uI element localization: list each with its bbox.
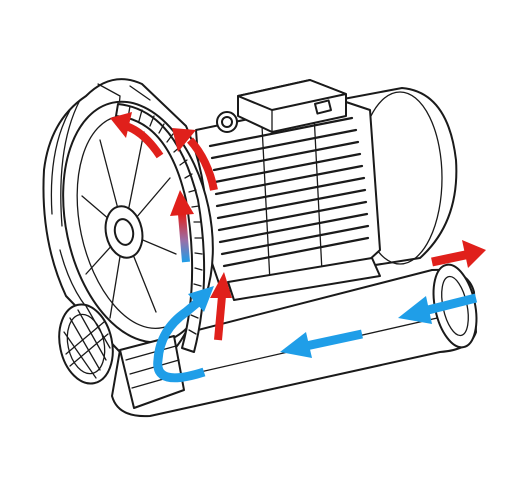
impeller-blade-ring (115, 103, 206, 353)
compression-arrow-top (110, 112, 164, 159)
compression-arrow-top-right (172, 128, 218, 191)
motor-fan-cover (58, 303, 114, 385)
compression-arrow-fade (170, 190, 194, 263)
intake-arrow-middle (280, 329, 363, 358)
motor-cooling-fins (208, 116, 370, 268)
motor-foot (227, 257, 381, 301)
lifting-eye (216, 111, 238, 133)
motor-housing (195, 87, 458, 301)
discharge-arrow (431, 240, 486, 268)
terminal-box (237, 79, 347, 133)
cable-gland (313, 99, 333, 115)
compression-arrow-lower (210, 272, 232, 341)
intake-arrow-outer (398, 293, 478, 324)
impeller (62, 100, 214, 353)
airflow-arrows (110, 112, 486, 383)
intake-turn-arrow (153, 286, 214, 383)
